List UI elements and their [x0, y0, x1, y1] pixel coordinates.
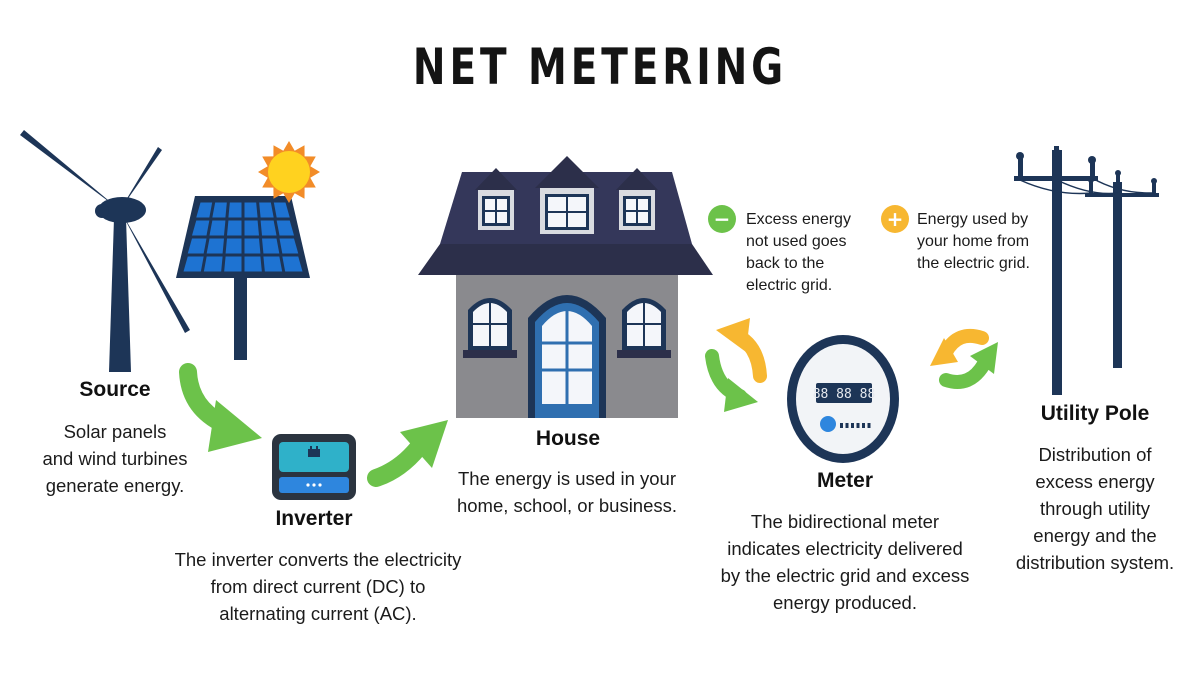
- utility-pole-line: excess energy: [1035, 471, 1155, 492]
- meter-line: energy produced.: [773, 592, 917, 613]
- source-heading: Source: [79, 378, 151, 401]
- meter-heading: Meter: [816, 469, 874, 492]
- meter-icon: 88 88 88: [787, 335, 899, 463]
- meter-line: The bidirectional meter: [750, 511, 940, 532]
- excess-energy-line: electric grid.: [746, 277, 833, 294]
- house-line: The energy is used in your: [457, 468, 676, 489]
- minus-badge-icon: −: [708, 205, 736, 233]
- inverter-line: from direct current (DC) to: [210, 576, 426, 597]
- inverter-icon: [272, 434, 356, 500]
- house-line: home, school, or business.: [456, 495, 678, 516]
- solar-panel-icon: [176, 196, 310, 360]
- plus-badge-icon: +: [881, 205, 909, 233]
- sun-icon: [258, 141, 320, 203]
- arrow-inverter-to-house: [367, 420, 448, 487]
- source-line: Solar panels: [63, 421, 167, 442]
- cycle-arrows-meter-pole-icon: [930, 328, 998, 389]
- utility-pole-heading: Utility Pole: [1040, 402, 1150, 425]
- inverter-heading: Inverter: [275, 507, 353, 530]
- page-title: NET METERING: [412, 38, 788, 96]
- utility-pole-line: through utility: [1039, 498, 1151, 519]
- source-line: generate energy.: [45, 475, 185, 496]
- utility-pole-line: Distribution of: [1038, 444, 1152, 465]
- cycle-arrows-house-meter-icon: [705, 318, 767, 412]
- house-heading: House: [535, 427, 601, 450]
- source-description: Solar panels and wind turbines generate …: [20, 418, 210, 499]
- grid-energy-line: Energy used by: [917, 211, 1029, 228]
- utility-pole-description: Distribution of excess energy through ut…: [1000, 441, 1190, 576]
- utility-pole-line: distribution system.: [1015, 552, 1175, 573]
- meter-line: indicates electricity delivered: [727, 538, 963, 559]
- arrow-source-to-inverter: [179, 363, 262, 452]
- svg-text:+: +: [887, 207, 904, 231]
- source-line: and wind turbines: [42, 448, 188, 469]
- meter-description: The bidirectional meter indicates electr…: [700, 508, 990, 616]
- excess-energy-line: back to the: [746, 255, 825, 272]
- meter-display: 88 88 88: [813, 387, 876, 402]
- house-icon: [418, 156, 713, 418]
- excess-energy-line: Excess energy: [746, 211, 851, 228]
- excess-energy-note: Excess energy not used goes back to the …: [746, 209, 886, 297]
- grid-energy-line: the electric grid.: [917, 255, 1030, 272]
- utility-pole-line: energy and the: [1033, 525, 1157, 546]
- meter-line: by the electric grid and excess: [720, 565, 970, 586]
- inverter-line: alternating current (AC).: [219, 603, 417, 624]
- svg-text:−: −: [714, 207, 731, 231]
- inverter-description: The inverter converts the electricity fr…: [138, 546, 498, 627]
- inverter-line: The inverter converts the electricity: [174, 549, 462, 570]
- grid-energy-note: Energy used by your home from the electr…: [917, 209, 1067, 275]
- utility-pole-icon: [1014, 146, 1159, 395]
- grid-energy-line: your home from: [917, 233, 1030, 250]
- excess-energy-line: not used goes: [746, 233, 847, 250]
- house-description: The energy is used in your home, school,…: [432, 465, 702, 519]
- wind-turbine-icon: [20, 130, 190, 372]
